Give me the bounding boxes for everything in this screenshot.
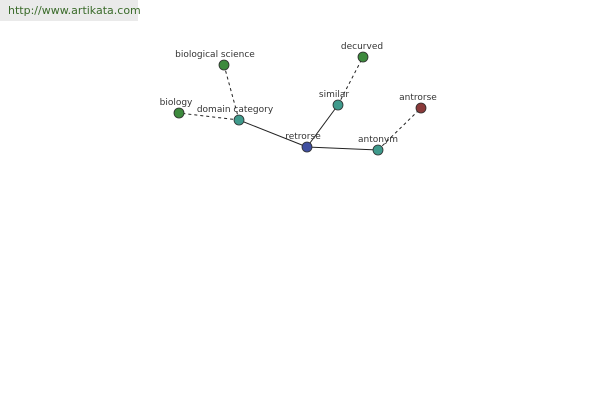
node-dot-antrorse[interactable]	[415, 102, 427, 114]
edge-retrorse-to-similar	[306, 104, 339, 148]
node-antrorse[interactable]: antrorse	[399, 93, 437, 114]
node-label-retrorse[interactable]: retrorse	[285, 132, 321, 142]
node-label-biology[interactable]: biology	[160, 98, 193, 108]
node-antonym[interactable]: antonym	[358, 135, 398, 156]
node-biological-science[interactable]: biological science	[175, 50, 255, 71]
nodes-layer: retrorse domain category similar antonym bio…	[160, 42, 437, 156]
node-biology[interactable]: biology	[160, 98, 193, 119]
node-label-domain-category[interactable]: domain category	[197, 105, 274, 115]
node-dot-biological-science[interactable]	[218, 59, 230, 71]
edge-antonym-to-antrorse	[377, 107, 422, 151]
node-decurved[interactable]: decurved	[341, 42, 383, 63]
node-label-decurved[interactable]: decurved	[341, 42, 383, 52]
edge-domain-category-to-biology	[178, 112, 240, 121]
source-url-link[interactable]: http://www.artikata.com	[0, 0, 141, 21]
node-label-similar[interactable]: similar	[319, 90, 349, 100]
node-dot-antonym[interactable]	[372, 144, 384, 156]
node-dot-similar[interactable]	[332, 99, 344, 111]
edges-layer	[178, 56, 422, 151]
node-retrorse[interactable]: retrorse	[285, 132, 321, 153]
node-dot-retrorse[interactable]	[301, 141, 313, 153]
node-label-antrorse[interactable]: antrorse	[399, 93, 437, 103]
node-dot-domain-category[interactable]	[233, 114, 245, 126]
node-dot-biology[interactable]	[173, 107, 185, 119]
edge-retrorse-to-antonym	[306, 146, 379, 151]
node-label-antonym[interactable]: antonym	[358, 135, 398, 145]
node-domain-category[interactable]: domain category	[197, 105, 274, 126]
node-dot-decurved[interactable]	[357, 51, 369, 63]
node-similar[interactable]: similar	[319, 90, 349, 111]
node-label-biological-science[interactable]: biological science	[175, 50, 255, 60]
edge-retrorse-to-domain-category	[238, 119, 308, 148]
